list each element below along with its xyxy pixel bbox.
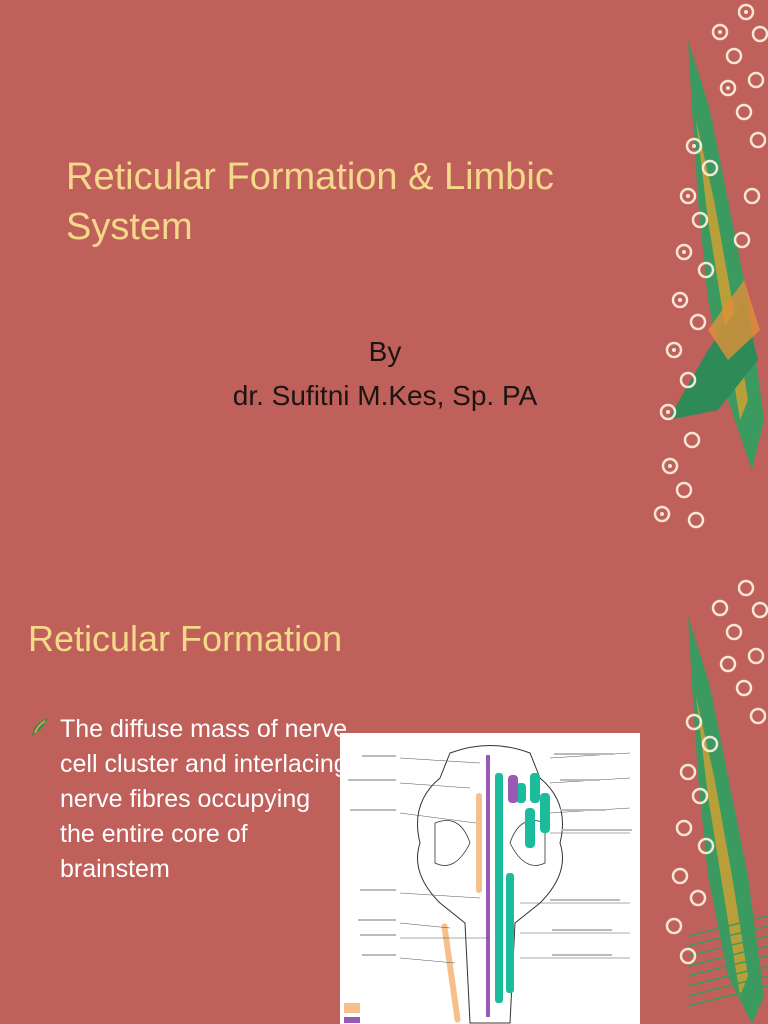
author-name: dr. Sufitni M.Kes, Sp. PA bbox=[232, 380, 538, 411]
batik-floral-decoration bbox=[665, 579, 768, 1024]
title-slide: Reticular Formation & Limbic System By d… bbox=[66, 3, 768, 529]
brainstem-reticular-diagram bbox=[340, 733, 640, 1024]
by-label: By bbox=[368, 336, 402, 367]
byline: By dr. Sufitni M.Kes, Sp. PA bbox=[150, 330, 620, 418]
slide-title: Reticular Formation & Limbic System bbox=[66, 156, 554, 248]
leaf-bullet-icon bbox=[32, 718, 48, 736]
bullet-text: The diffuse mass of nerve cell cluster a… bbox=[60, 715, 348, 883]
content-slide: Reticular Formation The diffuse mass of … bbox=[0, 576, 768, 1024]
slide-title: Reticular Formation bbox=[28, 618, 343, 659]
batik-floral-decoration bbox=[653, 3, 768, 529]
